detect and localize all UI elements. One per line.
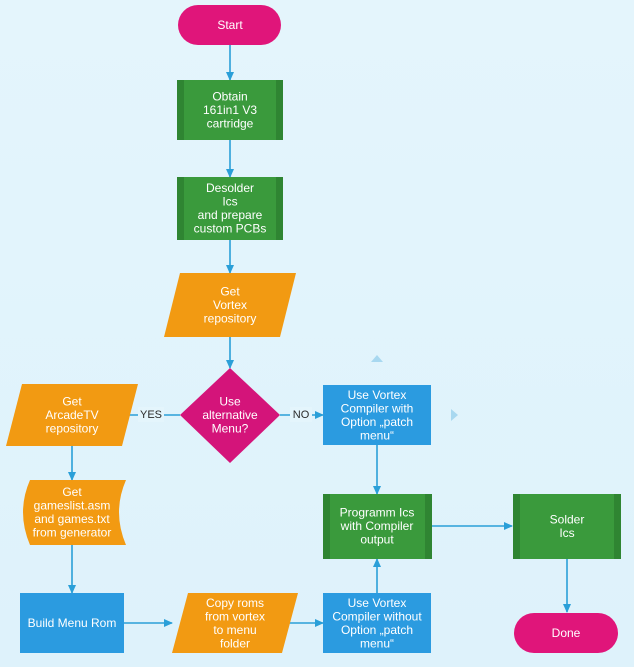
node-build-menu-label: Build Menu Rom (28, 616, 117, 630)
branch-yes-label: YES (140, 409, 162, 421)
collapse-up-icon (371, 355, 383, 362)
branch-no-label: NO (293, 409, 310, 421)
node-build-menu[interactable]: Build Menu Rom (20, 593, 124, 653)
node-start-label: Start (217, 18, 243, 32)
connectors (68, 45, 571, 627)
node-done-label: Done (552, 626, 581, 640)
node-start[interactable]: Start (178, 5, 281, 45)
expand-right-icon (451, 409, 458, 421)
node-done[interactable]: Done (514, 613, 618, 653)
